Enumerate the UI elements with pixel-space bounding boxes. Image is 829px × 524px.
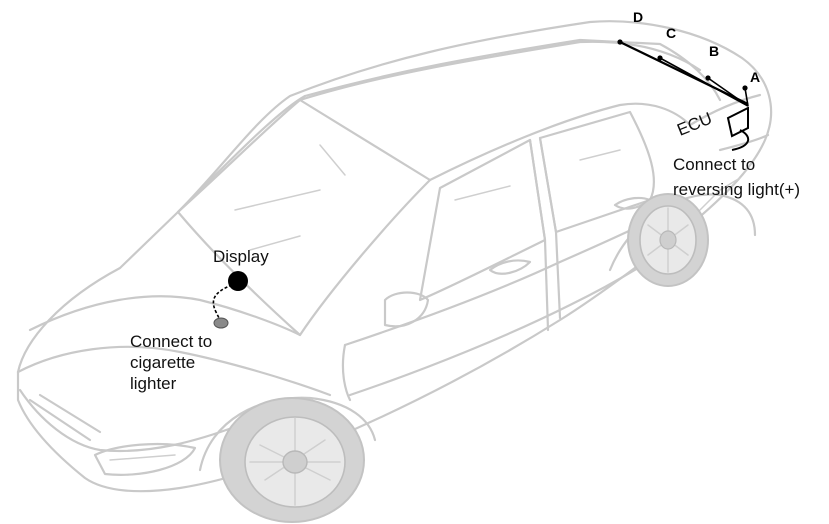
ecu-box [728,108,748,136]
sensor-label-b: B [709,43,719,59]
rear-wheel [628,194,708,286]
display-label: Display [213,247,269,266]
sensor-a-dot [742,85,747,90]
display-wiring [213,271,248,328]
sensor-label-c: C [666,25,676,41]
cigarette-label-line1: Connect to [130,332,212,351]
sensor-label-a: A [750,69,760,85]
cigarette-label-line2: cigarette [130,353,195,372]
sensor-label-d: D [633,9,643,25]
reversing-label-line1: Connect to [673,155,755,174]
reversing-label-line2: reversing light(+) [673,180,800,199]
cigarette-label-line3: lighter [130,374,177,393]
display-dot [228,271,248,291]
cigarette-plug [214,318,228,328]
front-wheel [220,398,364,522]
sensor-b-dot [705,75,710,80]
sensor-d-dot [617,39,622,44]
ecu-label: ECU [674,109,714,140]
sensor-c-dot [657,55,662,60]
